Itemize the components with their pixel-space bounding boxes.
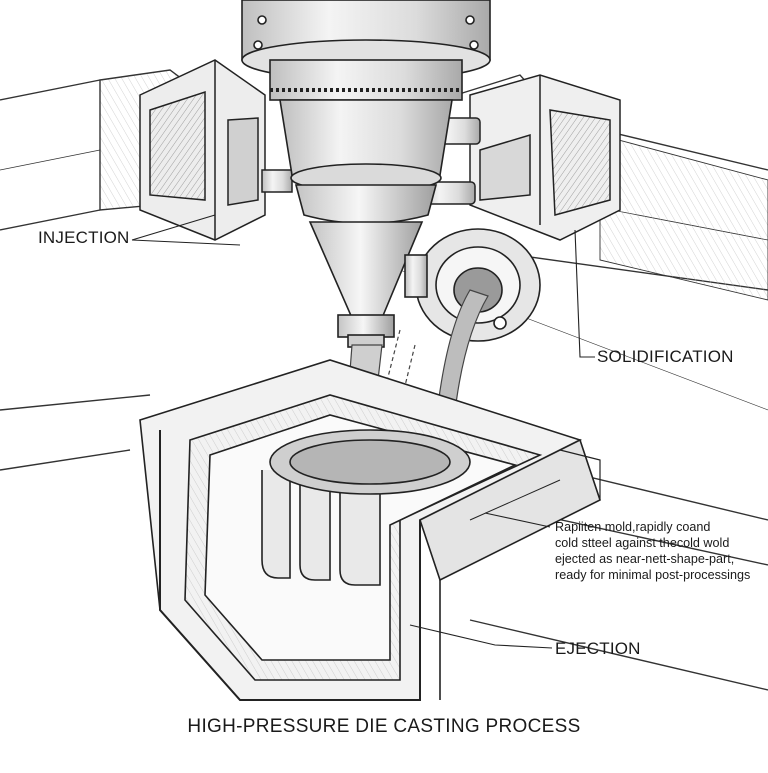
leader-lines xyxy=(131,214,595,649)
label-solidification: SOLIDIFICATION xyxy=(597,347,734,366)
die-mold-icon xyxy=(139,359,601,701)
annotation-note: Rapiiten mold,rapidly coand cold stteel … xyxy=(555,519,750,583)
ladle-pour-icon xyxy=(404,228,541,342)
annotation-line: cold stteel against thecold wold xyxy=(555,536,730,550)
right-clamp-block xyxy=(419,74,621,241)
label-injection: INJECTION xyxy=(38,228,130,247)
label-ejection: EJECTION xyxy=(555,639,641,658)
diagram-title: HIGH-PRESSURE DIE CASTING PROCESS xyxy=(187,716,581,737)
annotation-line: ejected as near-nett-shape-part, xyxy=(555,552,735,566)
annotation-line: ready for minimal post-processings xyxy=(555,568,751,582)
annotation-line: Rapiiten mold,rapidly coand xyxy=(555,520,711,534)
injection-nozzle-icon xyxy=(241,0,491,348)
left-clamp-block xyxy=(139,59,293,241)
